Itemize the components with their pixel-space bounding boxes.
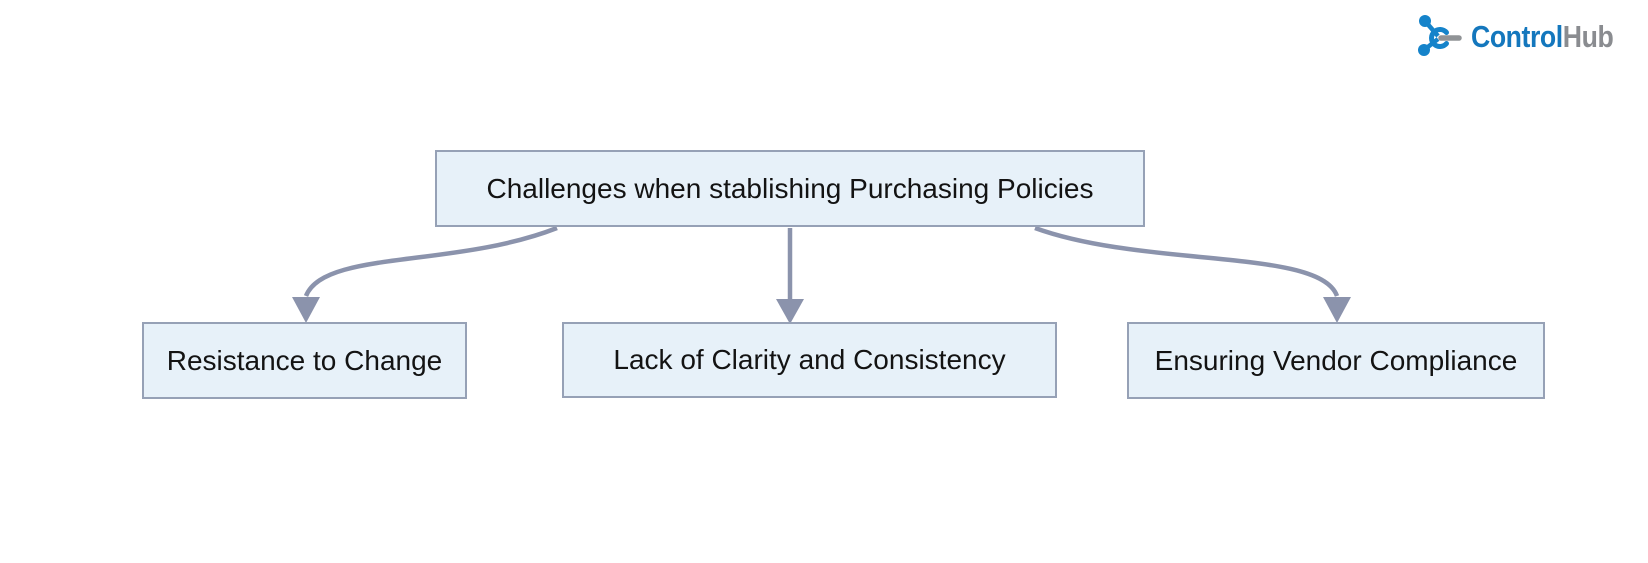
node-c2-label: Lack of Clarity and Consistency [613, 344, 1006, 375]
edge-root-c1 [303, 225, 558, 297]
node-resistance-to-change: Resistance to Change [142, 322, 467, 399]
edge-root-c3 [1034, 225, 1340, 297]
arrowhead-c1 [292, 297, 320, 323]
arrowhead-c3 [1323, 297, 1351, 323]
node-c3-label: Ensuring Vendor Compliance [1154, 344, 1518, 376]
controlhub-logo: ControlHub [1414, 14, 1636, 60]
node-root-challenges: Challenges when stablishing Purchasing P… [435, 150, 1145, 227]
hub-network-icon [1417, 15, 1462, 56]
logo-wordmark: ControlHub [1470, 19, 1614, 55]
node-c1-label: Resistance to Change [166, 344, 443, 376]
node-ensuring-vendor-compliance: Ensuring Vendor Compliance [1127, 322, 1545, 399]
arrowhead-c2 [776, 299, 804, 324]
logo-text-control: Control [1470, 19, 1563, 54]
node-root-label: Challenges when stablishing Purchasing P… [486, 172, 1094, 204]
node-lack-of-clarity: Lack of Clarity and Consistency [562, 322, 1057, 398]
logo-text-hub: Hub [1562, 19, 1613, 54]
